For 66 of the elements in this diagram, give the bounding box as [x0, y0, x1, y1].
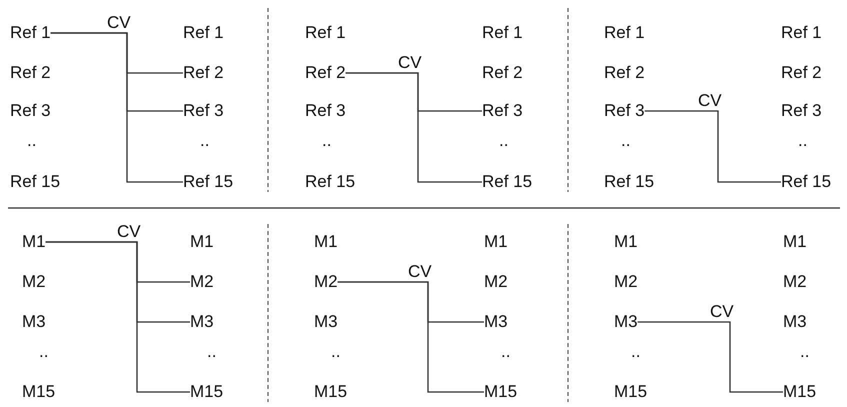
row-label: M1 — [314, 232, 338, 252]
row-label: Ref 15 — [781, 172, 832, 192]
row-label: .. — [631, 342, 640, 362]
row-label: Ref 1 — [482, 23, 523, 43]
row-label: M2 — [783, 272, 807, 292]
row-label: Ref 2 — [604, 63, 645, 83]
connector-line — [50, 32, 183, 183]
row-label: Ref 1 — [604, 23, 645, 43]
row-label: Ref 2 — [10, 63, 51, 83]
row-label: Ref 3 — [305, 101, 346, 121]
row-label: .. — [331, 342, 340, 362]
connector-line — [338, 281, 484, 393]
row-label: M1 — [190, 232, 214, 252]
row-label: Ref 3 — [604, 101, 645, 121]
row-label: Ref 1 — [781, 23, 822, 43]
row-label: M2 — [314, 272, 338, 292]
row-label: Ref 2 — [183, 63, 224, 83]
row-label: M2 — [22, 272, 46, 292]
row-label: .. — [501, 342, 510, 362]
row-label: M15 — [314, 382, 348, 402]
row-label: Ref 1 — [305, 23, 346, 43]
row-label: M15 — [783, 382, 816, 402]
row-label: .. — [39, 342, 48, 362]
row-label: .. — [499, 131, 508, 151]
row-label: M2 — [614, 272, 638, 292]
row-label: .. — [798, 131, 808, 151]
row-label: Ref 1 — [10, 23, 51, 43]
row-label: Ref 3 — [183, 101, 224, 121]
connector-line — [644, 110, 781, 183]
row-label: M1 — [22, 232, 46, 252]
row-label: .. — [621, 131, 630, 151]
row-label: M2 — [484, 272, 508, 292]
row-label: M3 — [484, 312, 508, 332]
row-label: .. — [322, 131, 332, 151]
row-label: M1 — [783, 232, 807, 252]
row-label: M15 — [614, 382, 648, 402]
row-label: .. — [207, 342, 216, 362]
row-label: M1 — [614, 232, 638, 252]
row-label: M15 — [484, 382, 518, 402]
row-label: Ref 3 — [10, 101, 51, 121]
row-label: Ref 15 — [482, 172, 532, 192]
row-label: Ref 2 — [482, 63, 523, 83]
row-label: M15 — [190, 382, 224, 402]
row-label: Ref 15 — [10, 172, 60, 192]
row-label: .. — [27, 131, 36, 151]
row-label: Ref 15 — [183, 172, 234, 192]
connector-line — [46, 241, 190, 393]
row-label: .. — [800, 342, 810, 362]
row-label: M15 — [22, 382, 56, 402]
row-label: M1 — [484, 232, 508, 252]
row-label: Ref 15 — [604, 172, 654, 192]
row-label: M3 — [22, 312, 46, 332]
row-label: M2 — [190, 272, 214, 292]
row-label: M3 — [614, 312, 638, 332]
row-label: Ref 3 — [781, 101, 822, 121]
row-label: Ref 1 — [183, 23, 224, 43]
row-label: M3 — [783, 312, 807, 332]
connector-line — [346, 72, 482, 183]
row-label: Ref 3 — [482, 101, 523, 121]
connector-line — [638, 321, 783, 393]
row-label: Ref 15 — [305, 172, 356, 192]
row-label: M3 — [190, 312, 214, 332]
row-label: M3 — [314, 312, 338, 332]
row-label: Ref 2 — [305, 63, 346, 83]
row-label: Ref 2 — [781, 63, 822, 83]
row-label: .. — [200, 131, 210, 151]
